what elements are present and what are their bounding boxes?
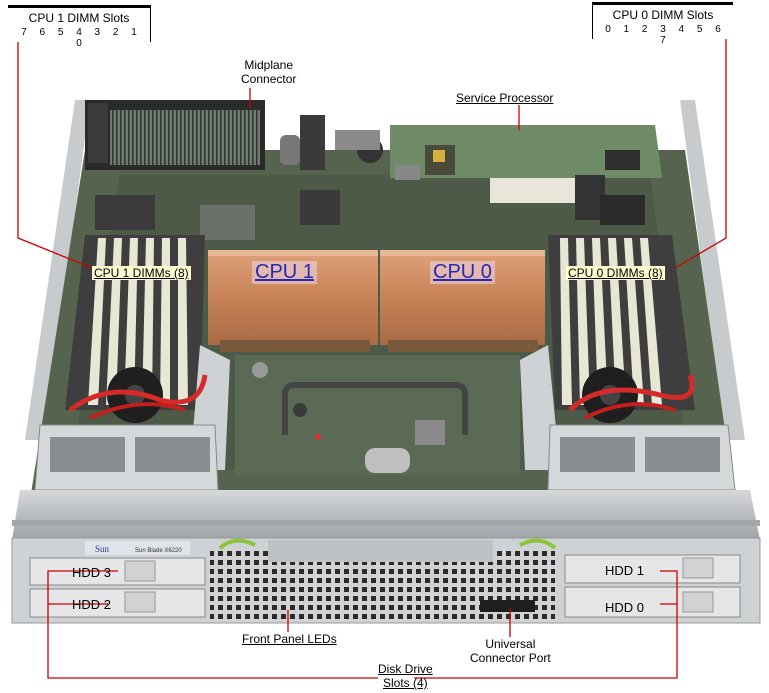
cpu1-dimms-callout: CPU 1 DIMMs (8)	[92, 266, 191, 280]
hdd0-bay	[564, 586, 741, 618]
cpu1-heatsink	[208, 250, 378, 352]
universal-line1: Universal	[485, 637, 536, 651]
disk-drive-slots-callout: Disk Drive Slots (4)	[378, 662, 433, 690]
hdd2-label: HDD 2	[72, 597, 112, 612]
left-drive-cage	[34, 424, 219, 491]
hdd1-label: HDD 1	[605, 563, 645, 578]
chassis-right-wall	[680, 100, 745, 440]
cpu0-dimm-slots-box: CPU 0 DIMM Slots 0 1 2 3 4 5 6 7	[592, 2, 733, 46]
cpu0-dimms-callout: CPU 0 DIMMs (8)	[566, 266, 665, 280]
cpu0-heatsink	[380, 250, 545, 352]
disk-drive-line1: Disk Drive	[378, 662, 433, 676]
service-processor-callout: Service Processor	[456, 91, 554, 105]
right-fan	[568, 367, 695, 423]
hdd0-label: HDD 0	[605, 600, 645, 615]
front-panel-leds-callout: Front Panel LEDs	[242, 632, 337, 646]
universal-connector-port-callout: Universal Connector Port	[470, 637, 551, 665]
front-rail	[12, 490, 760, 540]
brand-text: Sun	[95, 544, 110, 554]
hdd3-label: HDD 3	[72, 565, 112, 580]
cpu0-dimm-slot-numbers: 0 1 2 3 4 5 6 7	[605, 24, 726, 46]
cpu1-dimm-slots-title: CPU 1 DIMM Slots	[28, 11, 130, 25]
hdd1-bay	[564, 554, 741, 584]
right-drive-cage	[547, 424, 736, 491]
midplane-connector-callout: Midplane Connector	[241, 58, 296, 86]
leader-lines	[17, 35, 727, 679]
midplane-line2: Connector	[241, 72, 297, 86]
left-fan	[68, 367, 208, 423]
cpu0-dimm-slots-title: CPU 0 DIMM Slots	[612, 8, 714, 22]
model-text: Sun Blade X6220	[135, 548, 182, 554]
universal-line2: Connector Port	[470, 651, 551, 665]
universal-connector-port-shape	[480, 600, 535, 612]
chassis-left-wall	[25, 100, 90, 440]
midplane-connector	[85, 100, 265, 170]
disk-drive-line2: Slots (4)	[382, 676, 428, 690]
brand-strip	[85, 541, 190, 555]
midplane-line1: Midplane	[244, 58, 294, 72]
cpu1-dimm-slot-numbers: 7 6 5 4 3 2 1 0	[21, 27, 142, 49]
cpu0-label: CPU 0	[430, 261, 495, 284]
cpu1-label: CPU 1	[252, 261, 317, 284]
service-processor-board	[390, 125, 662, 203]
cpu1-dimm-slots-box: CPU 1 DIMM Slots 7 6 5 4 3 2 1 0	[8, 5, 151, 49]
hdd2-bay	[29, 588, 206, 618]
